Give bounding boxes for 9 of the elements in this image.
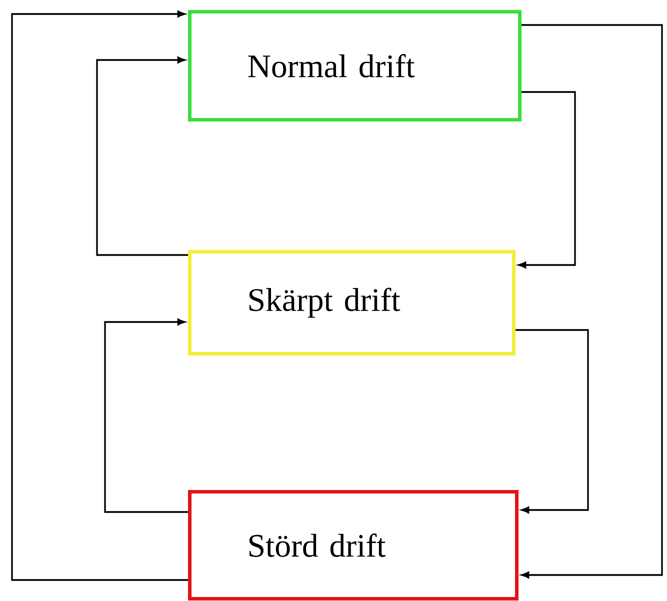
state-box: Normal drift [188,10,522,122]
arrow [518,91,576,268]
state-box: Skärpt drift [188,250,516,356]
arrow [521,24,663,578]
arrow [516,329,589,514]
arrow [96,56,188,256]
arrow [104,318,188,513]
arrow [11,10,188,581]
state-box: Störd drift [188,490,519,601]
